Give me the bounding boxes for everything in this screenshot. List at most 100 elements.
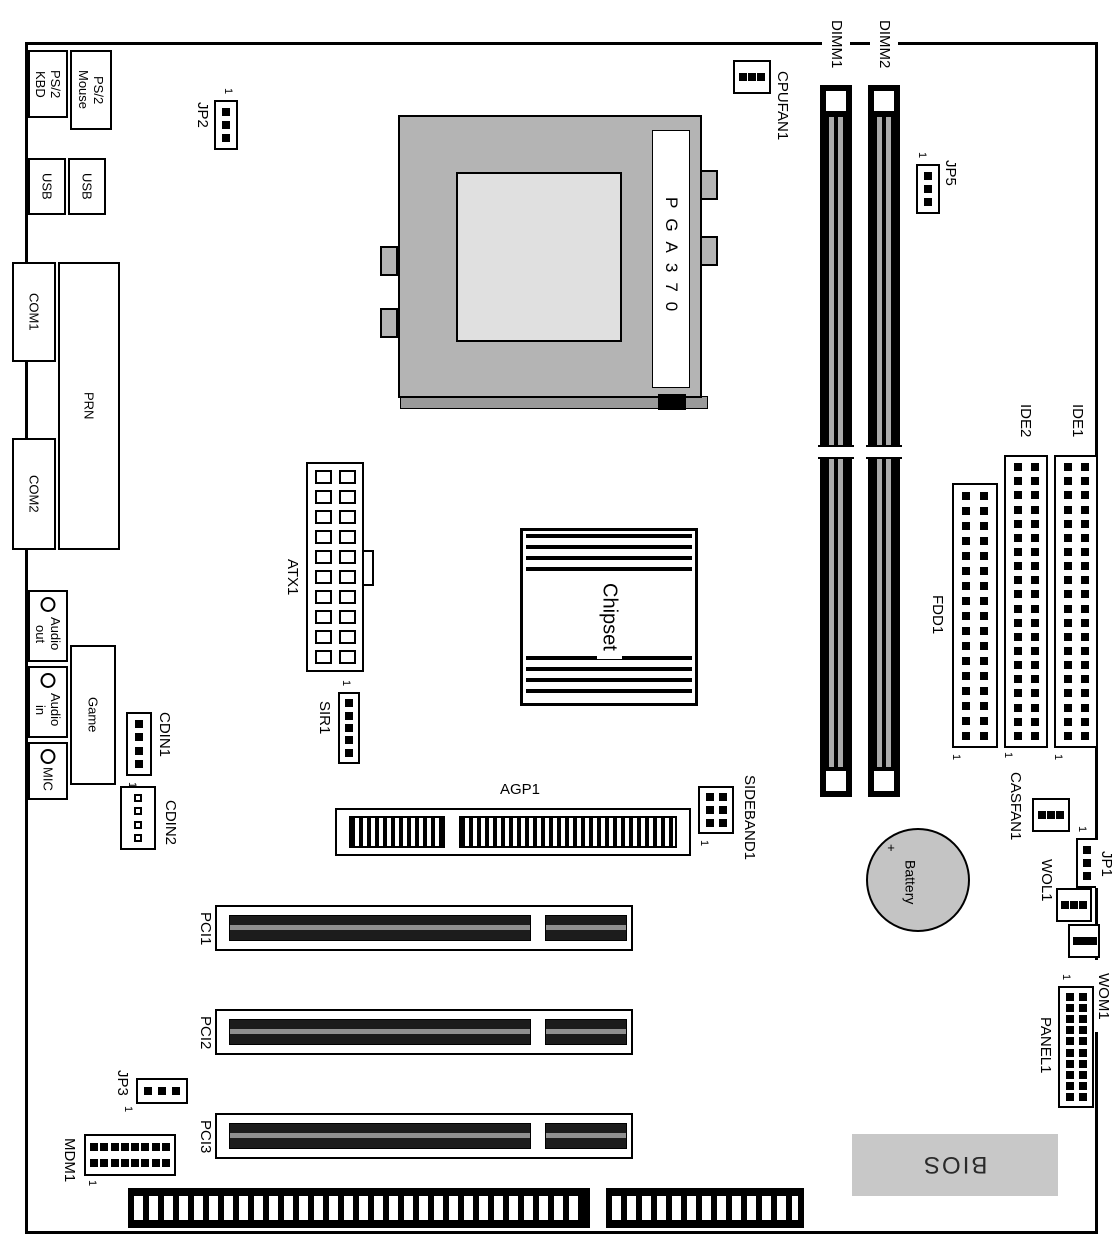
pin (1063, 477, 1072, 486)
battery (866, 828, 970, 932)
pin (120, 1143, 129, 1151)
pin (1063, 618, 1072, 627)
pin (151, 1143, 160, 1151)
jp2-label: JP2 (193, 102, 211, 128)
pin (1063, 689, 1072, 698)
pin (1063, 675, 1072, 684)
sideband1-header (698, 786, 734, 834)
dimm-key-notch (818, 445, 854, 459)
pin (980, 581, 988, 590)
pin (1063, 717, 1072, 726)
agp1-slot-segment (459, 816, 677, 848)
pin (1030, 689, 1039, 698)
jp3-jumper (136, 1078, 188, 1104)
pin (1080, 519, 1089, 528)
pin (1013, 661, 1022, 670)
pga370-label: PGA370 (662, 196, 681, 322)
pin (1056, 811, 1065, 819)
pin (1013, 717, 1022, 726)
pci2-slot (215, 1009, 633, 1055)
pin (962, 596, 970, 605)
pin (980, 656, 988, 665)
pin (345, 723, 353, 732)
pci1-label: PCI1 (196, 912, 214, 946)
pin (345, 699, 353, 708)
pin (135, 719, 143, 728)
pin (1030, 647, 1039, 656)
pci3-slot (215, 1113, 633, 1159)
pin (1013, 491, 1022, 500)
dimm-latch-top (872, 89, 896, 113)
bios-chip (852, 1134, 1058, 1196)
pin (1030, 477, 1039, 486)
pin (980, 716, 988, 725)
pin (980, 686, 988, 695)
sir1-pin1-marker: 1 (340, 679, 352, 687)
pin (1030, 463, 1039, 472)
pin (1030, 632, 1039, 641)
pin (1083, 845, 1091, 854)
dimm-latch-bottom (872, 769, 896, 793)
pin (100, 1143, 109, 1151)
pin (1078, 992, 1087, 1001)
pin (1080, 590, 1089, 599)
pin (718, 818, 727, 827)
pin (980, 671, 988, 680)
prn-label: PRN (81, 392, 97, 420)
pin (314, 550, 332, 564)
cpufan1-label: CPUFAN1 (773, 71, 791, 141)
pin (924, 198, 932, 207)
pin (338, 550, 356, 564)
chipset-label-wrap: Chipset (520, 528, 698, 706)
pin (962, 731, 970, 740)
agp1-slot-segment (349, 816, 445, 848)
mic-port: MIC (28, 742, 68, 800)
pin (314, 630, 332, 644)
pin (1080, 731, 1089, 740)
pin (1030, 717, 1039, 726)
pga370-tab (700, 170, 718, 200)
pin (1063, 463, 1072, 472)
pin (962, 521, 970, 530)
pin (1078, 901, 1087, 909)
wom1-header (1068, 924, 1100, 958)
battery-label: Battery (902, 859, 919, 905)
sideband1-label: SIDEBAND1 (740, 775, 758, 861)
pin (1030, 618, 1039, 627)
pin (158, 1087, 166, 1095)
pin (222, 107, 230, 116)
audio-jack-icon (40, 749, 56, 764)
ps2-keyboard-port: PS/2 KBD (28, 50, 68, 118)
pin (100, 1159, 109, 1167)
pin (222, 134, 230, 143)
wom1-label: WOM1 (1092, 960, 1114, 1032)
ide1-pin1-marker: 1 (1052, 753, 1064, 761)
pin (1013, 618, 1022, 627)
pci-slot-segment (545, 1123, 627, 1149)
pin (1080, 477, 1089, 486)
isa-slot-segment (606, 1188, 804, 1228)
pin (338, 570, 356, 584)
pin (1078, 1093, 1087, 1102)
pin (1030, 675, 1039, 684)
jp1-jumper (1076, 838, 1098, 888)
pin (980, 611, 988, 620)
pga370-tab (380, 246, 398, 276)
pin (980, 551, 988, 560)
fdd1-label: FDD1 (928, 595, 946, 635)
panel1-header (1058, 986, 1094, 1108)
pci-slot-segment (229, 1019, 531, 1045)
pin (1065, 992, 1074, 1001)
mdm1-header (84, 1134, 176, 1176)
pin (980, 521, 988, 530)
pin (980, 596, 988, 605)
pin (1013, 675, 1022, 684)
usb-top-label: USB (39, 173, 55, 200)
cpufan1-header (733, 60, 771, 94)
audio-in-label: Audio in (33, 693, 63, 727)
ide2-pin1-marker: 1 (1002, 751, 1014, 759)
pin (1013, 632, 1022, 641)
audio-out-label: Audio out (33, 617, 63, 651)
pin (134, 807, 142, 816)
